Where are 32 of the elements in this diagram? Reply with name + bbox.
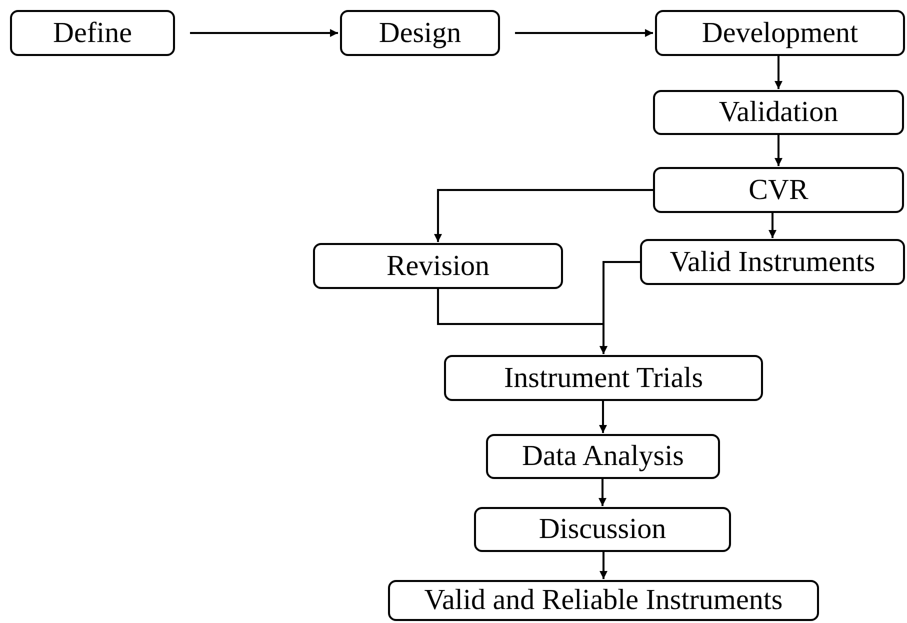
step-label: Valid and Reliable Instruments bbox=[424, 586, 783, 615]
process-box bbox=[640, 239, 905, 285]
process-box bbox=[474, 507, 731, 552]
process-box bbox=[340, 10, 500, 56]
arrow bbox=[190, 29, 338, 37]
process-box bbox=[10, 10, 175, 56]
arrow bbox=[774, 135, 782, 166]
arrow bbox=[434, 189, 653, 242]
step-label: CVR bbox=[748, 176, 808, 204]
arrow bbox=[600, 261, 640, 354]
arrow bbox=[774, 56, 782, 89]
arrow bbox=[768, 213, 776, 238]
process-box bbox=[313, 243, 563, 289]
step-label: Validation bbox=[718, 98, 838, 127]
step-label: Valid Instruments bbox=[670, 248, 876, 276]
step-label: Define bbox=[53, 18, 132, 48]
step-label: Data Analysis bbox=[522, 442, 684, 471]
process-box bbox=[653, 90, 904, 135]
step-label: Revision bbox=[386, 252, 490, 280]
arrow bbox=[515, 29, 653, 37]
process-box bbox=[486, 434, 720, 479]
process-box bbox=[653, 167, 904, 213]
step-label: Discussion bbox=[538, 515, 666, 544]
process-box bbox=[655, 10, 905, 56]
arrow bbox=[599, 401, 607, 433]
process-box bbox=[444, 355, 763, 401]
arrow bbox=[600, 552, 608, 579]
step-label: Development bbox=[702, 18, 858, 48]
step-label: Design bbox=[378, 18, 462, 48]
step-label: Instrument Trials bbox=[504, 364, 703, 392]
process-box bbox=[388, 580, 819, 621]
arrow bbox=[598, 479, 606, 506]
